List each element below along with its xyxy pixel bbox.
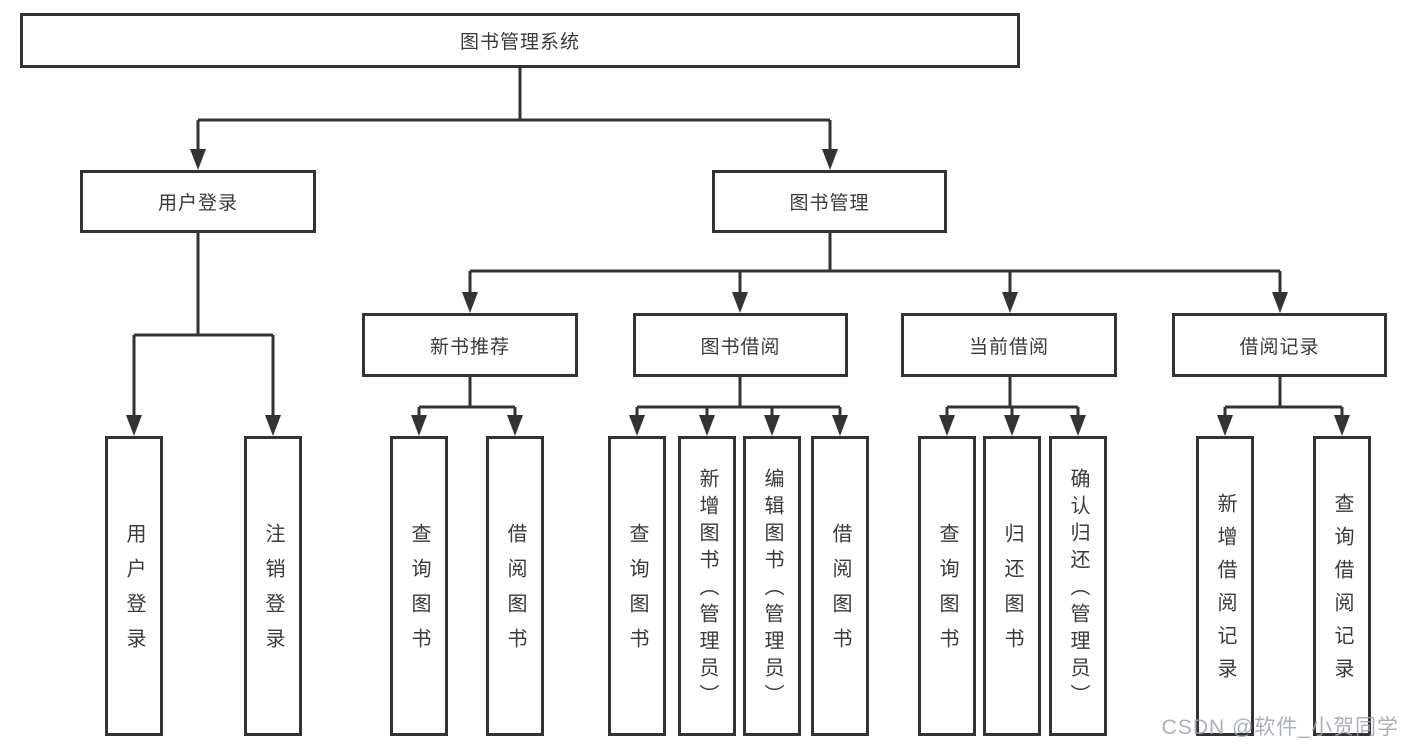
csdn-watermark: CSDN @软件_小贺同学 bbox=[1161, 716, 1399, 739]
node-borrowing-records: 借阅记录 bbox=[1172, 313, 1387, 377]
leaf-query-books-current: 查询图书 bbox=[918, 436, 976, 736]
node-current-borrowing: 当前借阅 bbox=[901, 313, 1117, 377]
leaf-query-books-borrow: 查询图书 bbox=[608, 436, 666, 736]
node-book-management: 图书管理 bbox=[712, 170, 947, 233]
node-library-management-system: 图书管理系统 bbox=[20, 13, 1020, 68]
leaf-return-books: 归还图书 bbox=[983, 436, 1041, 736]
leaf-add-borrow-record: 新增借阅记录 bbox=[1196, 436, 1254, 736]
node-new-book-recommend: 新书推荐 bbox=[362, 313, 578, 377]
leaf-edit-books-admin: 编辑图书（管理员） bbox=[743, 436, 801, 736]
node-user-login: 用户登录 bbox=[80, 170, 316, 233]
leaf-user-login: 用户登录 bbox=[105, 436, 163, 736]
arrowhead-icons bbox=[126, 149, 1350, 436]
leaf-confirm-return-admin: 确认归还（管理员） bbox=[1049, 436, 1107, 736]
leaf-query-books-recommend: 查询图书 bbox=[390, 436, 448, 736]
node-book-borrowing: 图书借阅 bbox=[633, 313, 848, 377]
leaf-logout: 注销登录 bbox=[244, 436, 302, 736]
leaf-add-books-admin: 新增图书（管理员） bbox=[678, 436, 736, 736]
leaf-borrow-books-recommend: 借阅图书 bbox=[486, 436, 544, 736]
leaf-query-borrow-record: 查询借阅记录 bbox=[1313, 436, 1371, 736]
leaf-borrow-books: 借阅图书 bbox=[811, 436, 869, 736]
